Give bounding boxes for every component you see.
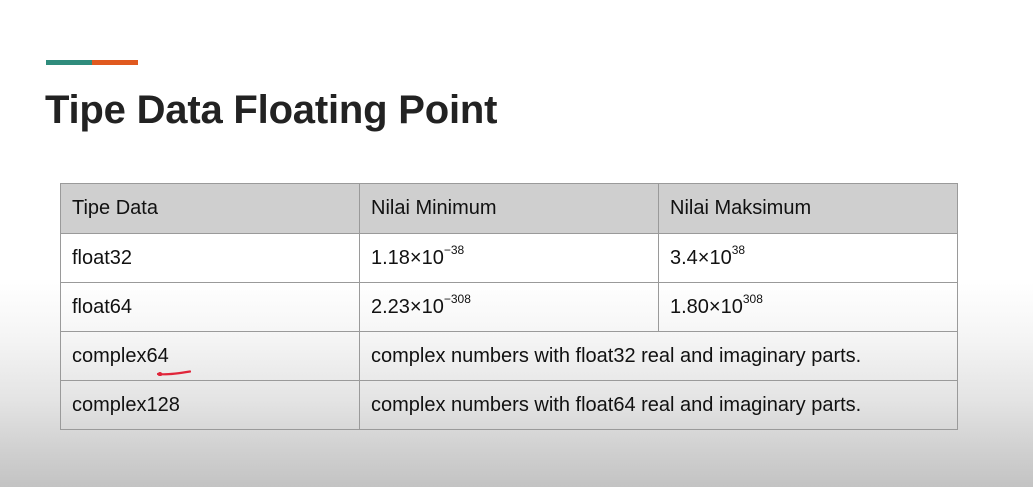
min-value-cell: 1.18×10−38 [359, 233, 659, 283]
max-value-cell: 3.4×1038 [658, 233, 958, 283]
header-tipe-data: Tipe Data [60, 183, 360, 234]
table-row: complex64 complex numbers with float32 r… [60, 331, 958, 381]
min-value-cell: 2.23×10−308 [359, 282, 659, 332]
table-row: complex128 complex numbers with float64 … [60, 380, 958, 430]
table-row: float64 2.23×10−308 1.80×10308 [60, 282, 958, 332]
max-mantissa: 3.4×10 [670, 246, 732, 269]
table-header-row: Tipe Data Nilai Minimum Nilai Maksimum [60, 183, 958, 234]
type-label: complex64 [72, 344, 169, 367]
type-cell: complex64 [60, 331, 360, 381]
type-cell: complex128 [60, 380, 360, 430]
max-exponent: 38 [731, 242, 746, 257]
accent-bar-teal-segment [46, 60, 92, 65]
title-accent-bar [46, 60, 138, 65]
description-cell: complex numbers with float32 real and im… [359, 331, 958, 381]
min-exponent: −308 [443, 291, 471, 306]
pen-annotation-mark [157, 370, 191, 376]
slide-title: Tipe Data Floating Point [45, 88, 498, 132]
type-cell: float32 [60, 233, 360, 283]
min-mantissa: 2.23×10 [371, 295, 444, 318]
max-value-cell: 1.80×10308 [658, 282, 958, 332]
max-exponent: 308 [742, 291, 763, 306]
header-nilai-maksimum: Nilai Maksimum [658, 183, 958, 234]
max-mantissa: 1.80×10 [670, 295, 743, 318]
header-nilai-minimum: Nilai Minimum [359, 183, 659, 234]
min-mantissa: 1.18×10 [371, 246, 444, 269]
min-exponent: −38 [443, 242, 465, 257]
description-cell: complex numbers with float64 real and im… [359, 380, 958, 430]
type-cell: float64 [60, 282, 360, 332]
table-row: float32 1.18×10−38 3.4×1038 [60, 233, 958, 283]
accent-bar-orange-segment [92, 60, 138, 65]
floating-point-types-table: Tipe Data Nilai Minimum Nilai Maksimum f… [60, 183, 958, 430]
